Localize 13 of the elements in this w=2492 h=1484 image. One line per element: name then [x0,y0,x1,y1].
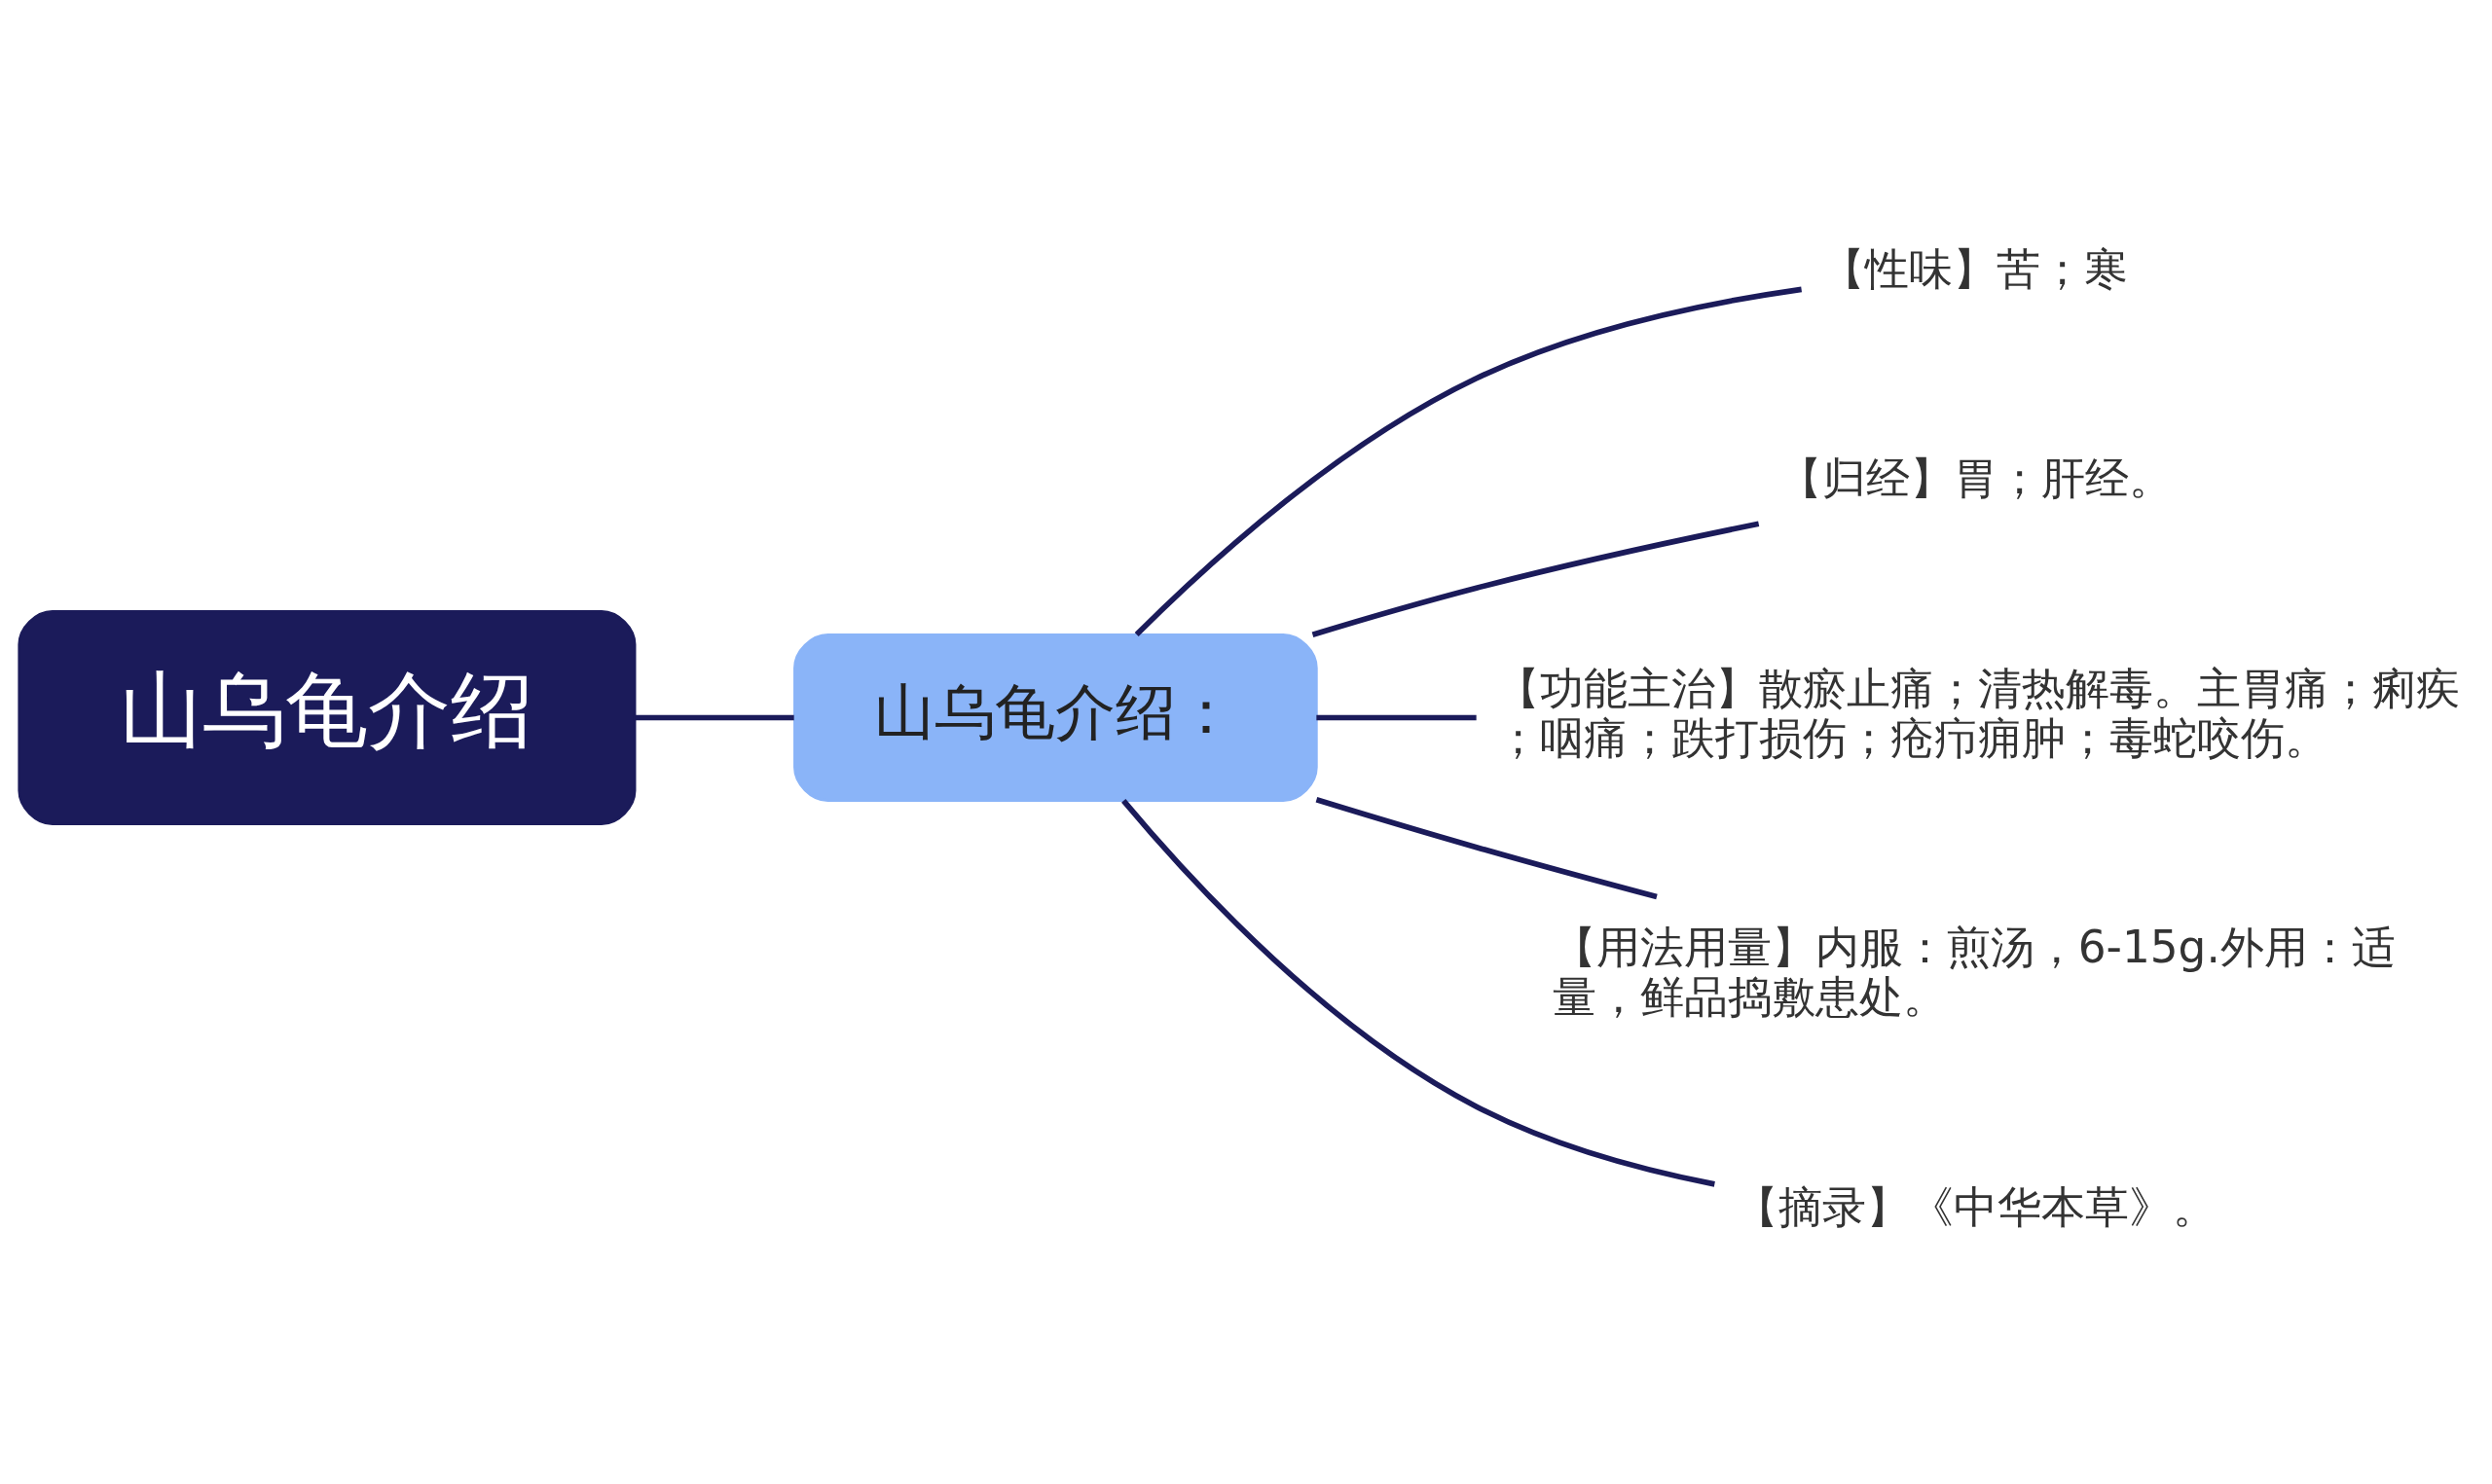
node-text: 【用法用量】内服：煎汤，6-15g.外用：适量，鲜品捣敷患处。 [1552,921,2396,1023]
node-text: 【摘录】《中华本草》。 [1734,1180,2217,1233]
node-text: 【性味】苦；寒 [1821,242,2129,295]
connector [1121,798,1715,1187]
connector [1316,714,1477,720]
node-text: 【功能主治】散瘀止痛；清热解毒。主胃痛；痢疾；咽痛；跌打损伤；疮疖痈肿；毒蛇咬伤。 [1495,662,2460,764]
connector [1315,796,1658,899]
node-box: 山乌龟介绍： [793,633,1318,802]
connector [1134,286,1803,636]
node-text: 【归经】胃；肝经。 [1778,452,2174,504]
connector [1311,521,1760,637]
connector [635,714,794,720]
node-box: 山乌龟介绍 [18,609,637,825]
